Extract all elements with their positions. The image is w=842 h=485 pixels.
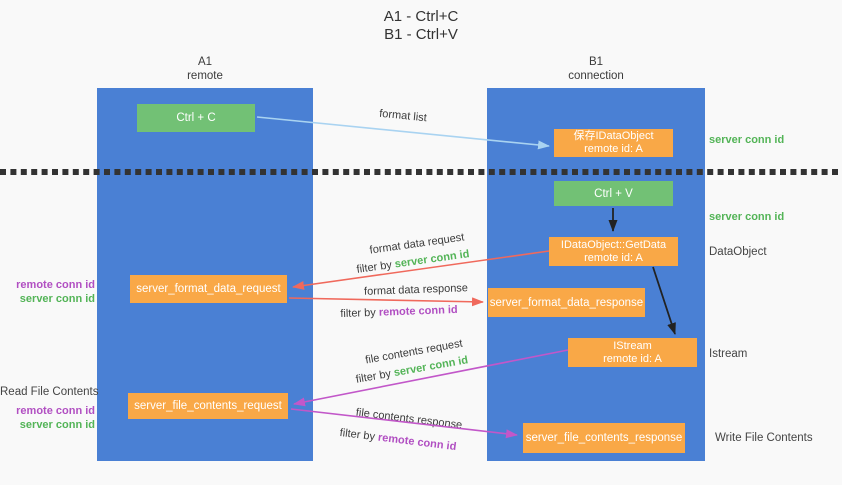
- getdata-line2: remote id: A: [584, 251, 643, 264]
- column-b1-name: B1: [588, 56, 604, 68]
- format-request-node: server_format_data_request: [130, 275, 287, 303]
- read-file-contents-label: Read File Contents: [0, 386, 99, 398]
- server-conn-id-label: server conn id: [19, 293, 95, 305]
- column-header-a1: A1 remote: [97, 55, 313, 83]
- file-response-label: server_file_contents_response: [525, 432, 683, 444]
- istream-node: IStream remote id: A: [568, 338, 697, 367]
- file-contents-response-label: file contents response: [355, 406, 463, 432]
- title-line-1: A1 - Ctrl+C: [383, 8, 459, 25]
- file-request-node: server_file_contents_request: [128, 393, 288, 419]
- filter-by-remote-conn-id-label-2: filter by remote conn id: [339, 427, 457, 453]
- ctrl-c-label: Ctrl + C: [176, 112, 216, 124]
- format-list-label: format list: [378, 107, 428, 125]
- column-header-b1: B1 connection: [487, 55, 705, 83]
- istream-line2: remote id: A: [603, 352, 662, 365]
- format-response-label: server_format_data_response: [489, 296, 644, 309]
- remote-conn-id-text: remote conn id: [378, 303, 458, 319]
- ctrl-c-node: Ctrl + C: [137, 104, 255, 132]
- remote-conn-id-text: remote conn id: [377, 431, 457, 454]
- filter-by-text: filter by: [354, 367, 392, 386]
- format-response-node: server_format_data_response: [488, 288, 645, 317]
- istream-label: Istream: [709, 348, 748, 360]
- column-a1-name: A1: [197, 56, 213, 68]
- format-data-response-arrow: [288, 297, 484, 307]
- format-request-label: server_format_data_request: [136, 283, 281, 295]
- left-conn-id-labels-file: remote conn id server conn id: [0, 404, 95, 432]
- column-a1-subtitle: remote: [187, 70, 223, 82]
- filter-by-text: filter by: [339, 426, 376, 444]
- getdata-node: IDataObject::GetData remote id: A: [549, 237, 678, 266]
- title-line-2: B1 - Ctrl+V: [384, 26, 458, 43]
- column-b1-subtitle: connection: [568, 70, 624, 82]
- diagram-title: A1 - Ctrl+C B1 - Ctrl+V: [0, 8, 842, 44]
- write-file-contents-label: Write File Contents: [715, 432, 813, 444]
- save-dataobject-line1: 保存IDataObject: [573, 130, 654, 142]
- ctrl-v-label: Ctrl + V: [594, 187, 633, 200]
- left-conn-id-labels-format: remote conn id server conn id: [0, 278, 95, 306]
- server-conn-id-label: server conn id: [19, 419, 95, 431]
- filter-by-remote-conn-id-label-1: filter by remote conn id: [340, 304, 458, 320]
- filter-by-text: filter by: [340, 306, 377, 321]
- file-response-node: server_file_contents_response: [523, 423, 685, 453]
- remote-conn-id-label: remote conn id: [16, 405, 95, 417]
- file-request-label: server_file_contents_request: [134, 400, 282, 412]
- save-dataobject-node: 保存IDataObject remote id: A: [554, 129, 673, 157]
- ctrl-v-node: Ctrl + V: [554, 181, 673, 206]
- istream-line1: IStream: [613, 339, 652, 352]
- filter-by-text: filter by: [355, 259, 393, 276]
- remote-conn-id-label: remote conn id: [16, 279, 95, 291]
- dataobject-label: DataObject: [709, 246, 767, 258]
- getdata-line1: IDataObject::GetData: [560, 238, 667, 251]
- server-conn-id-right-mid: server conn id: [709, 211, 785, 223]
- save-dataobject-line2: remote id: A: [584, 143, 643, 155]
- server-conn-id-right-top: server conn id: [709, 134, 785, 146]
- format-data-response-label: format data response: [363, 282, 469, 298]
